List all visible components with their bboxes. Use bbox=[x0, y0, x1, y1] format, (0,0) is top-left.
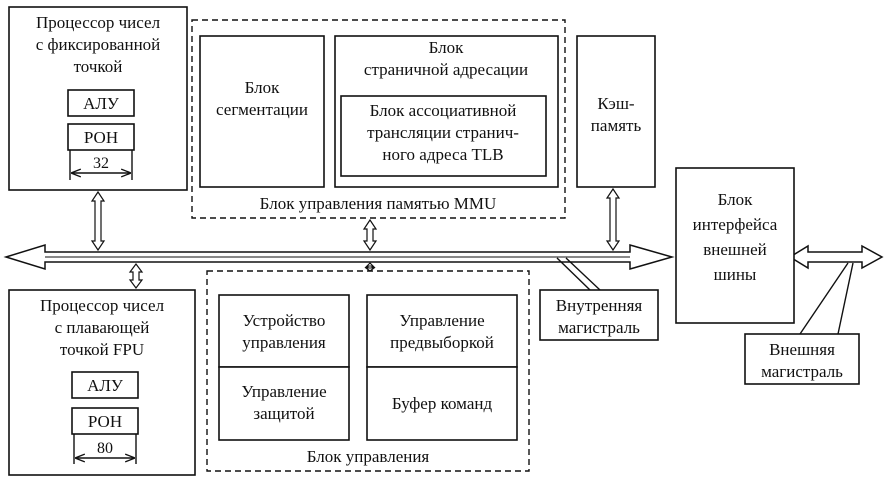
mmu-block: Блок сегментации Блок страничной адресац… bbox=[191, 19, 566, 219]
tlb-label-3: ного адреса TLB bbox=[382, 145, 503, 164]
control-unit-label-1: Устройство bbox=[243, 311, 326, 330]
internal-bus-label-1: Внутренняя bbox=[556, 296, 643, 315]
command-buffer-label: Буфер команд bbox=[392, 394, 493, 413]
float-ron-box bbox=[71, 407, 139, 435]
fixed-point-processor: Процессор чисел с фиксированной точкой А… bbox=[8, 6, 188, 191]
fixed-cpu-title-1: Процессор чисел bbox=[36, 13, 161, 32]
external-bus-arrow bbox=[788, 244, 884, 270]
fixed-cpu-title-2: с фиксированной bbox=[36, 35, 161, 54]
external-bus-callout: Внешняя магистраль bbox=[744, 262, 860, 385]
link-mmu bbox=[362, 218, 378, 252]
internal-bus-label-2: магистраль bbox=[558, 318, 640, 337]
segmentation-box bbox=[199, 35, 325, 188]
control-unit-label-2: управления bbox=[242, 333, 326, 352]
fixed-cpu-title-3: точкой bbox=[74, 57, 123, 76]
cache-label-2: память bbox=[591, 116, 642, 135]
protection-box bbox=[218, 366, 350, 441]
bus-interface-label-2: интерфейса bbox=[693, 215, 778, 234]
prefetch-label-1: Управление bbox=[399, 311, 484, 330]
bus-interface-unit: Блок интерфейса внешней шины bbox=[675, 167, 795, 324]
floating-point-processor: Процессор чисел с плавающей точкой FPU А… bbox=[8, 289, 196, 476]
link-float-cpu bbox=[128, 263, 144, 289]
float-alu-label: АЛУ bbox=[87, 376, 124, 395]
control-block: Устройство управления Управление защитой… bbox=[206, 270, 530, 472]
fixed-ron-box bbox=[67, 123, 135, 151]
internal-bus-callout: Внутренняя магистраль bbox=[539, 257, 659, 341]
tlb-box bbox=[340, 95, 547, 177]
prefetch-box bbox=[366, 294, 518, 368]
fixed-alu-label: АЛУ bbox=[83, 94, 120, 113]
command-buffer-box bbox=[366, 366, 518, 441]
external-bus-label-1: Внешняя bbox=[769, 340, 835, 359]
prefetch-label-2: предвыборкой bbox=[390, 333, 494, 352]
float-cpu-title-2: с плавающей bbox=[55, 318, 150, 337]
cache-label-1: Кэш- bbox=[597, 94, 635, 113]
control-unit-box bbox=[218, 294, 350, 368]
protection-label-1: Управление bbox=[241, 382, 326, 401]
paging-label-1: Блок bbox=[429, 38, 465, 57]
bus-interface-label-3: внешней bbox=[703, 240, 767, 259]
cache-memory: Кэш- память bbox=[576, 35, 656, 188]
float-alu-box bbox=[71, 371, 139, 399]
protection-label-2: защитой bbox=[253, 404, 314, 423]
fixed-alu-box bbox=[67, 89, 135, 117]
link-control bbox=[364, 262, 376, 272]
link-fixed-cpu bbox=[90, 190, 106, 252]
fixed-ron-label: РОН bbox=[84, 128, 118, 147]
internal-bus-arrow bbox=[3, 243, 675, 271]
bus-interface-label-1: Блок bbox=[718, 190, 754, 209]
paging-label-2: страничной адресации bbox=[364, 60, 528, 79]
control-label: Блок управления bbox=[307, 447, 430, 466]
mmu-label: Блок управления памятью MMU bbox=[260, 194, 497, 213]
segmentation-label-2: сегментации bbox=[216, 100, 308, 119]
bus-interface-label-4: шины bbox=[714, 265, 757, 284]
tlb-label-2: трансляции странич- bbox=[367, 123, 519, 142]
float-ron-label: РОН bbox=[88, 412, 122, 431]
float-cpu-title-1: Процессор чисел bbox=[40, 296, 165, 315]
float-cpu-title-3: точкой FPU bbox=[60, 340, 144, 359]
link-cache bbox=[605, 187, 621, 252]
external-bus-label-2: магистраль bbox=[761, 362, 843, 381]
tlb-label-1: Блок ассоциативной bbox=[370, 101, 517, 120]
fixed-width-label: 32 bbox=[93, 155, 109, 172]
float-width-label: 80 bbox=[97, 440, 113, 457]
segmentation-label-1: Блок bbox=[245, 78, 281, 97]
